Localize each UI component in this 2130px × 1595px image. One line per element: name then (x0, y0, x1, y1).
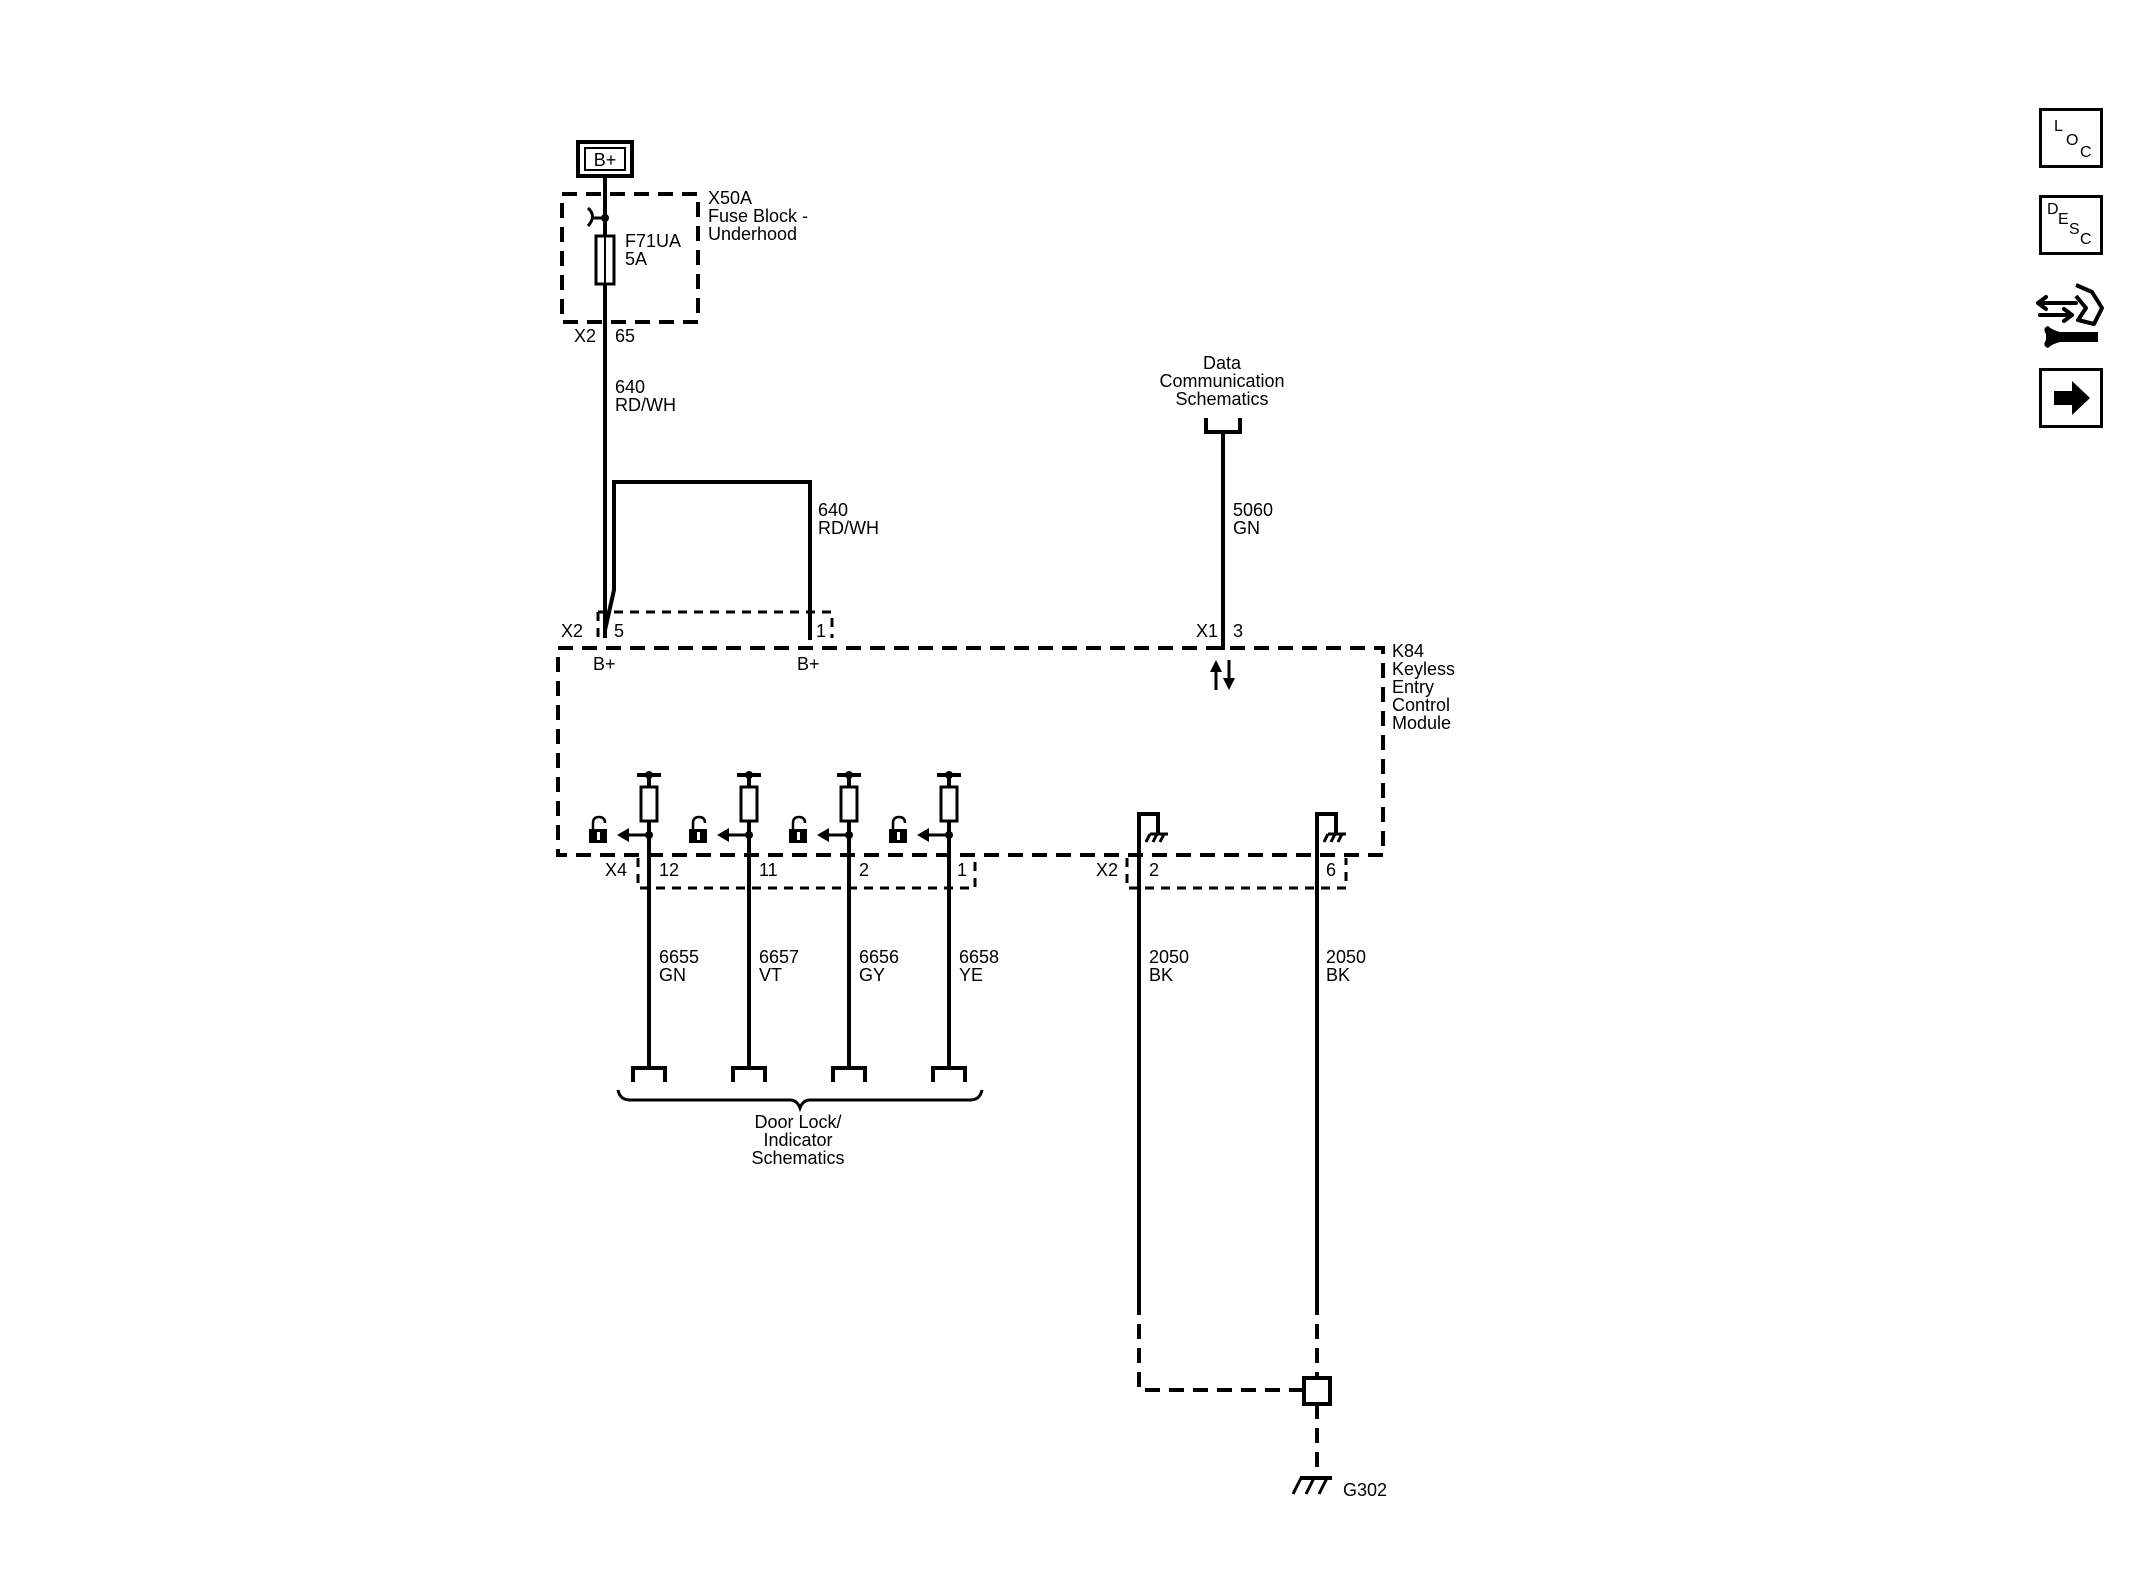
ground-g302-label: G302 (1343, 1480, 1387, 1500)
ground-wire-a-color: BK (1149, 965, 1173, 985)
desc-letter-e: E (2058, 211, 2069, 228)
door-lock-connector-symbol (931, 1066, 967, 1082)
door-lock-connector-symbol (831, 1066, 867, 1082)
connector-wrench-button[interactable] (2032, 278, 2112, 350)
lock-output-drivers (589, 771, 967, 1082)
fuse-rating: 5A (625, 249, 647, 269)
x4-pin-1-label: 1 (957, 860, 967, 880)
wire-6655-circuit: 6655 (659, 947, 699, 967)
x2-bplus-connector (598, 610, 834, 638)
x4-pin-11-label: 11 (759, 860, 778, 880)
ground-wire-a-dashed (1137, 1300, 1304, 1392)
desc-letter-s: S (2069, 221, 2080, 238)
padlock-icon (689, 815, 707, 843)
wire-640-jumper-color: RD/WH (818, 518, 879, 538)
desc-letter-d: D (2047, 201, 2059, 218)
module-k84-outline (556, 646, 1385, 857)
location-button[interactable]: L O C (2039, 108, 2103, 168)
desc-letter-c: C (2080, 231, 2092, 248)
module-name-2: Entry (1392, 677, 1434, 697)
battery-symbol: B+ (576, 140, 634, 178)
module-name-4: Module (1392, 713, 1451, 733)
fuse-block-id: X50A (708, 188, 752, 208)
ground-wire-b-color: BK (1326, 965, 1350, 985)
door-lock-line1: Door Lock/ (754, 1112, 841, 1132)
lock-driver-4 (889, 771, 967, 1082)
ground-pin-6-label: 6 (1326, 860, 1336, 880)
next-page-button[interactable] (2039, 368, 2103, 428)
pin-1-label: 1 (816, 621, 826, 641)
loc-letter-l: L (2054, 118, 2063, 135)
ground-g302-icon (1291, 1476, 1332, 1495)
data-comm-line1: Data (1203, 353, 1242, 373)
x4-connector (636, 858, 977, 890)
ground-wire-b-circuit: 2050 (1326, 947, 1366, 967)
module-name-1: Keyless (1392, 659, 1455, 679)
lock-driver-1 (589, 771, 667, 1082)
door-lock-bracket (616, 1089, 984, 1113)
pin-3-label: 3 (1233, 621, 1243, 641)
connector-wrench-icon (2036, 283, 2104, 348)
bidirectional-data-arrows-icon (1210, 660, 1235, 690)
wire-640-feed-circuit: 640 (615, 377, 645, 397)
bplus-pin-a: B+ (593, 654, 616, 674)
door-lock-line3: Schematics (751, 1148, 844, 1168)
fuse-block-connector: X2 (574, 326, 596, 346)
loc-letter-c: C (2080, 144, 2092, 161)
wire-6655-color: GN (659, 965, 686, 985)
wire-640-jumper-circuit: 640 (818, 500, 848, 520)
wire-640-feed-color: RD/WH (615, 395, 676, 415)
x1-connector-label: X1 (1196, 621, 1218, 641)
data-comm-line3: Schematics (1175, 389, 1268, 409)
ground-wire-a-circuit: 2050 (1149, 947, 1189, 967)
door-lock-connector-symbol (731, 1066, 767, 1082)
padlock-icon (889, 815, 907, 843)
internal-ground-b (1315, 812, 1346, 1300)
wire-5060-color: GN (1233, 518, 1260, 538)
fuse-block-pin: 65 (615, 326, 635, 346)
fuse-block-name-2: Underhood (708, 224, 797, 244)
wire-6656-circuit: 6656 (859, 947, 899, 967)
wire-5060-circuit: 5060 (1233, 500, 1273, 520)
x2-bplus-connector-label: X2 (561, 621, 583, 641)
data-comm-line2: Communication (1159, 371, 1284, 391)
door-lock-connector-symbol (631, 1066, 667, 1082)
module-id: K84 (1392, 641, 1424, 661)
bplus-pin-b: B+ (797, 654, 820, 674)
ground-splice (1302, 1376, 1332, 1406)
lock-driver-3 (789, 771, 867, 1082)
x4-connector-label: X4 (605, 860, 627, 880)
internal-ground-a (1137, 812, 1168, 1300)
module-name-3: Control (1392, 695, 1450, 715)
wire-6657-circuit: 6657 (759, 947, 799, 967)
data-comm-connector-symbol (1204, 418, 1242, 434)
x4-pin-12-label: 12 (659, 860, 679, 880)
pullup-resistor (639, 785, 659, 823)
x2-ground-connector-label: X2 (1096, 860, 1118, 880)
wire-6656-color: GY (859, 965, 885, 985)
wire-6658-circuit: 6658 (959, 947, 999, 967)
ground-pin-2-label: 2 (1149, 860, 1159, 880)
x2-ground-connector (1125, 858, 1348, 890)
description-button[interactable]: D E S C (2039, 195, 2103, 255)
battery-label: B+ (594, 150, 617, 170)
fuse-block-name-1: Fuse Block - (708, 206, 808, 226)
pullup-resistor (839, 785, 859, 823)
padlock-icon (789, 815, 807, 843)
pullup-resistor (939, 785, 959, 823)
fuse-block-outline (560, 192, 700, 324)
lock-driver-2 (689, 771, 767, 1082)
fuse-id: F71UA (625, 231, 681, 251)
wire-6657-color: VT (759, 965, 782, 985)
pullup-resistor (739, 785, 759, 823)
door-lock-line2: Indicator (763, 1130, 832, 1150)
right-arrow-icon (2054, 381, 2090, 415)
wire-6658-color: YE (959, 965, 983, 985)
pin-5-label: 5 (614, 621, 624, 641)
wire-640-jumper (603, 480, 812, 640)
loc-letter-o: O (2066, 132, 2079, 149)
padlock-icon (589, 815, 607, 843)
x4-pin-2-label: 2 (859, 860, 869, 880)
